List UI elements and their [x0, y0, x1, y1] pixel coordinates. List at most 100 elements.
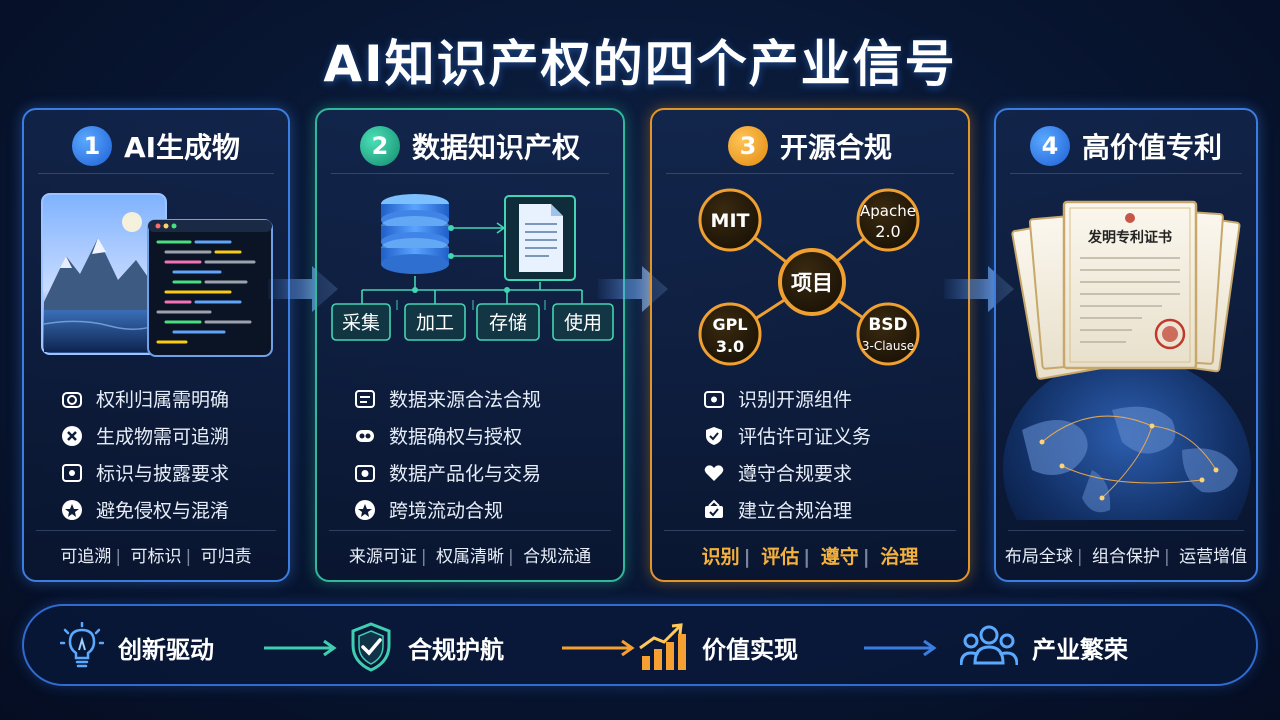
arrow-right-icon	[264, 639, 337, 657]
tag-row: 来源可证| 权属清晰| 合规流通	[348, 547, 592, 567]
list-item-label: 数据来源合法合规	[389, 389, 542, 411]
arrow-right-icon	[562, 639, 635, 657]
arrow-right-icon	[864, 639, 937, 657]
stage-innovation: 创新驱动	[60, 606, 214, 688]
tag-row: 布局全球| 组合保护| 运营增值	[1004, 547, 1248, 567]
step-number-badge: 2	[359, 126, 400, 166]
shield-star-icon	[60, 498, 84, 522]
stage-prosperity: 产业繁荣	[960, 606, 1128, 688]
governance-icon	[702, 498, 726, 522]
tag: 治理	[880, 546, 919, 568]
license-label: MIT	[711, 210, 750, 232]
document-icon	[504, 195, 576, 281]
panel-header: 2 数据知识产权	[317, 126, 623, 166]
divider	[666, 173, 954, 174]
page-title: AI知识产权的四个产业信号	[323, 35, 957, 93]
growth-chart-icon	[639, 623, 686, 670]
ai-generation-illustration	[41, 193, 273, 357]
divider	[331, 173, 609, 174]
license-label: BSD	[868, 315, 907, 335]
list-item: 权利归属需明确	[24, 380, 288, 417]
tag-row: 识别| 评估| 遵守| 治理	[701, 546, 919, 568]
requirement-list: 数据来源合法合规 数据确权与授权 数据产品化与交易 跨境流动合规	[317, 380, 623, 528]
requirement-list: 权利归属需明确 生成物需可追溯 标识与披露要求 避免侵权与混淆	[24, 380, 288, 528]
tag: 可追溯	[60, 547, 112, 567]
component-icon	[702, 387, 726, 411]
trace-icon	[60, 424, 84, 448]
panel-data-ip: 2 数据知识产权	[315, 108, 625, 582]
stage-label: 存储	[489, 312, 527, 334]
panel-ai-generated: 1 AI生成物	[22, 108, 290, 582]
certificate-title: 发明专利证书	[1087, 229, 1172, 246]
requirement-list: 识别开源组件 评估许可证义务 遵守合规要求 建立合规治理	[652, 380, 968, 528]
project-label: 项目	[791, 271, 833, 295]
heart-check-icon	[702, 461, 726, 485]
label-icon	[60, 461, 84, 485]
list-item: 数据产品化与交易	[317, 454, 623, 491]
tag: 识别	[701, 546, 740, 568]
license-network-diagram: MIT Apache 2.0 GPL 3.0 BSD 3-Clause 项目	[698, 188, 920, 366]
list-item: 数据确权与授权	[317, 417, 623, 454]
list-item: 识别开源组件	[652, 380, 968, 417]
step-number-badge: 3	[727, 126, 768, 166]
list-item-label: 权利归属需明确	[96, 389, 230, 411]
patent-certificate-stack: 发明专利证书	[1011, 200, 1241, 380]
list-item-label: 识别开源组件	[738, 389, 853, 411]
list-item-label: 跨境流动合规	[389, 500, 504, 522]
stage-boxes	[331, 303, 614, 341]
list-item: 跨境流动合规	[317, 491, 623, 528]
license-label: Apache	[860, 202, 916, 220]
panel-title: AI生成物	[123, 131, 241, 164]
list-item: 建立合规治理	[652, 491, 968, 528]
list-item: 生成物需可追溯	[24, 417, 288, 454]
divider	[1010, 173, 1242, 174]
tag: 遵守	[820, 546, 859, 568]
license-label: 2.0	[875, 222, 900, 241]
divider	[36, 530, 276, 531]
product-icon	[353, 461, 377, 485]
data-lifecycle-diagram: 采集 加工 存储 使用	[331, 194, 614, 341]
divider	[664, 530, 956, 531]
list-item: 遵守合规要求	[652, 454, 968, 491]
shield-icon	[702, 424, 726, 448]
authorization-icon	[353, 424, 377, 448]
tag: 可标识	[130, 547, 182, 567]
tag: 运营增值	[1179, 547, 1248, 567]
panel-open-source: 3 开源合规 MIT Apache 2.0 GPL 3.0 BSD 3-Clau…	[650, 108, 970, 582]
tag-row: 可追溯| 可标识| 可归责	[60, 547, 252, 567]
panel-high-value-patent: 4 高价值专利 发明专利证书	[994, 108, 1258, 582]
divider	[38, 173, 274, 174]
cross-border-icon	[353, 498, 377, 522]
list-item-label: 避免侵权与混淆	[96, 500, 230, 522]
divider	[329, 530, 611, 531]
license-label: GPL	[712, 315, 747, 334]
panel-title: 数据知识产权	[411, 131, 580, 164]
divider	[1008, 530, 1244, 531]
tag: 布局全球	[1004, 547, 1073, 567]
panel-title: 高价值专利	[1081, 131, 1222, 164]
tag: 组合保护	[1092, 547, 1160, 567]
people-group-icon	[960, 625, 1018, 666]
patent-globe-illustration: 发明专利证书	[1003, 200, 1251, 520]
stage-label: 使用	[564, 312, 602, 334]
stage-label: 创新驱动	[118, 635, 214, 664]
tag: 可归责	[200, 547, 252, 567]
shield-check-icon	[351, 622, 391, 672]
stage-label: 加工	[416, 312, 454, 334]
list-item: 评估许可证义务	[652, 417, 968, 454]
database-icon	[381, 194, 449, 274]
tag: 合规流通	[523, 547, 592, 567]
list-item-label: 建立合规治理	[738, 500, 853, 522]
list-item: 避免侵权与混淆	[24, 491, 288, 528]
stage-label: 采集	[342, 312, 380, 334]
stage-value: 价值实现	[638, 606, 798, 688]
list-item-label: 生成物需可追溯	[96, 426, 230, 448]
lightbulb-icon	[60, 622, 104, 668]
license-label: 3.0	[716, 337, 744, 356]
bottom-flow-strip: 创新驱动 合规护航 价值实现 产业繁荣	[22, 604, 1258, 686]
camera-icon	[60, 387, 84, 411]
list-item: 标识与披露要求	[24, 454, 288, 491]
list-item-label: 数据确权与授权	[389, 426, 523, 448]
step-number-badge: 1	[71, 126, 112, 166]
step-number-badge: 4	[1029, 126, 1070, 166]
